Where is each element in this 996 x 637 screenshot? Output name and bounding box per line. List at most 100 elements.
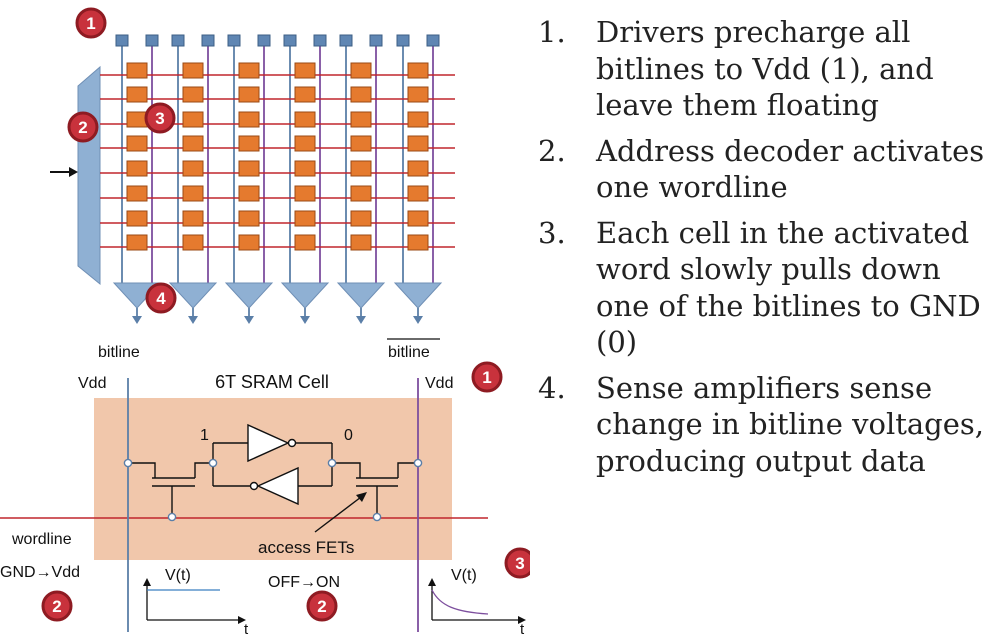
memory-cell <box>126 135 148 152</box>
access-fets-pointer <box>314 493 366 533</box>
badge-1-cell: 1 <box>471 361 503 393</box>
node-left-value: 1 <box>200 427 209 444</box>
svg-text:2: 2 <box>52 597 61 616</box>
step-number: 3. <box>538 215 566 250</box>
step-text: Drivers precharge all bitlines to Vdd (1… <box>596 15 934 122</box>
memory-cell <box>407 185 429 202</box>
plot-left-t-label: t <box>244 621 249 637</box>
access-fets-arrowhead <box>356 492 367 502</box>
memory-cell <box>238 111 260 128</box>
precharge-driver <box>396 34 410 47</box>
sense-amplifier <box>280 282 330 309</box>
memory-cell <box>126 111 148 128</box>
memory-cell <box>182 135 204 152</box>
steps-list: 1. Drivers precharge all bitlines to Vdd … <box>538 14 988 488</box>
sense-output-arrowhead <box>300 316 310 324</box>
badge-2-left: 2 <box>67 111 99 143</box>
precharge-driver <box>369 34 383 47</box>
plot-right-x-arrow <box>518 616 526 624</box>
memory-cell <box>294 210 316 227</box>
plot-right-y-arrow <box>428 578 436 586</box>
sense-output-arrowhead <box>356 316 366 324</box>
memory-cell <box>238 86 260 103</box>
vdd-left-label: Vdd <box>78 375 106 392</box>
svg-text:3: 3 <box>155 109 164 128</box>
wordline-transition: GND→Vdd <box>0 564 80 581</box>
sense-output-arrowhead <box>244 316 254 324</box>
vdd-right-label: Vdd <box>425 375 453 392</box>
memory-cell <box>126 234 148 251</box>
badge-2-wordline: 2 <box>41 590 73 622</box>
memory-cell <box>126 62 148 79</box>
bitline-bar-label: bitline <box>388 344 430 361</box>
memory-cell <box>294 185 316 202</box>
badge-4-sense: 4 <box>145 282 177 314</box>
step-item: 4.Sense amplifiers sense change in bitli… <box>538 370 988 480</box>
cross-coupled-inverters <box>212 423 333 506</box>
precharge-driver <box>283 34 297 47</box>
wordline-label: wordline <box>11 531 72 548</box>
step-number: 2. <box>538 133 566 168</box>
memory-cell <box>238 210 260 227</box>
precharge-driver <box>257 34 271 47</box>
memory-cell <box>294 111 316 128</box>
sram-cell-detail: bitline bitline Vdd Vdd 6T SRAM Cell 1 0… <box>0 338 526 637</box>
memory-cell <box>182 185 204 202</box>
svg-text:2: 2 <box>317 597 326 616</box>
badge-3-array: 3 <box>144 102 176 134</box>
memory-cell <box>238 62 260 79</box>
precharge-driver <box>339 34 353 47</box>
bitline-label: bitline <box>98 344 140 361</box>
svg-text:1: 1 <box>86 14 95 33</box>
memory-cell <box>350 185 372 202</box>
memory-cell <box>350 160 372 177</box>
sense-amplifier <box>336 282 386 309</box>
precharge-driver <box>171 34 185 47</box>
memory-cell <box>294 234 316 251</box>
memory-cell <box>350 234 372 251</box>
sense-amplifier <box>224 282 274 309</box>
sram-array <box>50 34 455 324</box>
step-text: Sense amplifiers sense change in bitline… <box>596 370 984 478</box>
decoder-input-arrowhead <box>69 167 78 177</box>
memory-cell <box>350 210 372 227</box>
memory-cell <box>182 62 204 79</box>
memory-cell <box>294 135 316 152</box>
svg-text:2: 2 <box>78 118 87 137</box>
memory-cell <box>238 234 260 251</box>
svg-text:3: 3 <box>515 554 524 573</box>
sense-output-arrowhead <box>188 316 198 324</box>
plot-left-y-arrow <box>143 578 151 586</box>
plot-left-x-arrow <box>238 616 246 624</box>
memory-cell <box>238 160 260 177</box>
memory-cell <box>350 135 372 152</box>
precharge-driver <box>313 34 327 47</box>
memory-cell <box>182 86 204 103</box>
memory-cell <box>294 160 316 177</box>
memory-cell <box>126 185 148 202</box>
sense-amplifier <box>393 282 443 309</box>
step-item: 1. Drivers precharge all bitlines to Vdd … <box>538 14 988 124</box>
step-number: 1. <box>538 15 566 49</box>
memory-cell <box>182 111 204 128</box>
sense-output-arrowhead <box>413 316 423 324</box>
badge-2-fet: 2 <box>306 590 338 622</box>
memory-cell <box>350 62 372 79</box>
memory-cell <box>407 135 429 152</box>
badge-1-top: 1 <box>75 7 107 39</box>
memory-cell <box>407 210 429 227</box>
plot-left <box>146 584 240 621</box>
precharge-driver <box>426 34 440 47</box>
memory-cell <box>126 210 148 227</box>
memory-cell <box>407 111 429 128</box>
address-decoder <box>77 65 101 286</box>
access-fet-left <box>128 462 213 517</box>
memory-cell <box>407 234 429 251</box>
memory-cell <box>407 62 429 79</box>
fet-transition: OFF→ON <box>268 574 340 591</box>
cell-title: 6T SRAM Cell <box>215 372 329 392</box>
memory-cell <box>182 210 204 227</box>
memory-cell <box>407 160 429 177</box>
memory-cell <box>350 86 372 103</box>
plot-right <box>431 584 520 621</box>
